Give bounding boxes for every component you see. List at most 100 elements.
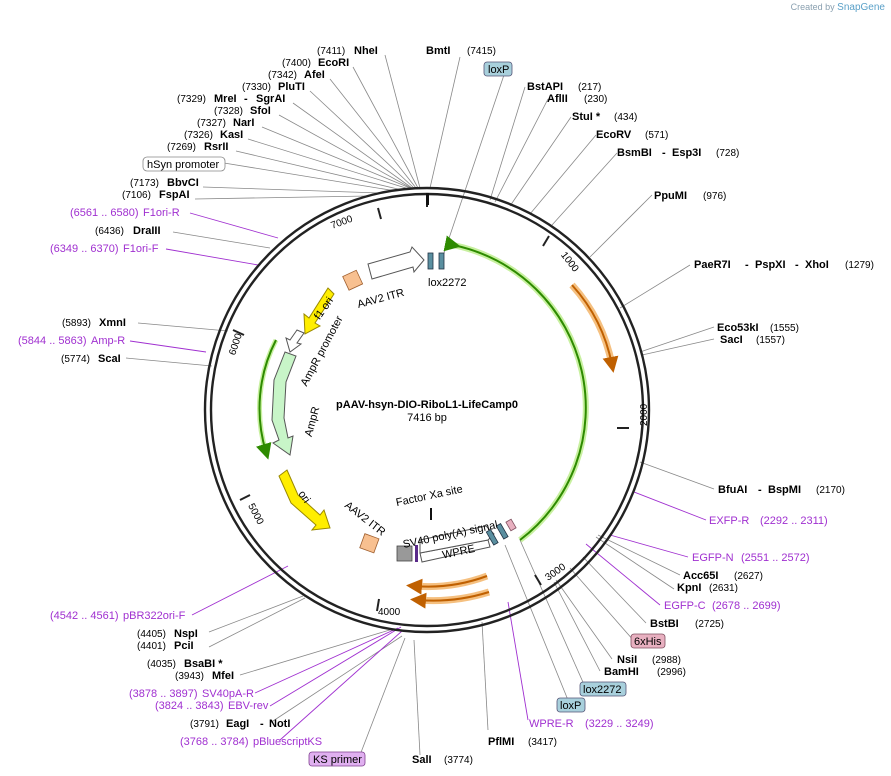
- sgrai-name: SgrAI: [256, 93, 285, 105]
- bsabi-pos: (4035): [147, 659, 176, 670]
- ori-label: ori: [296, 489, 313, 506]
- bstapi-name: BstAPI: [527, 81, 563, 93]
- green-feature-left: [256, 339, 277, 460]
- bluescript-pos: (3768 .. 3784): [180, 736, 249, 748]
- bstapi-pos: (217): [578, 82, 601, 93]
- orange-feature-right: [571, 284, 619, 373]
- tick-marks: [232, 195, 629, 612]
- kasi-name: KasI: [220, 129, 243, 141]
- sv40pa-pos: (3878 .. 3897): [129, 688, 198, 700]
- rsrii-pos: (7269): [167, 142, 196, 153]
- xmni-name: XmnI: [99, 317, 126, 329]
- exfpr-name: EXFP-R: [709, 515, 749, 527]
- aav2-itr-top-label: AAV2 ITR: [356, 287, 406, 311]
- ebv-name: EBV-rev: [228, 700, 269, 712]
- aav2-itr-bottom-box: [359, 533, 380, 554]
- bmti-pos: (7415): [467, 46, 496, 57]
- ppumi-name: PpuMI: [654, 190, 687, 202]
- ampr-primer-name: Amp-R: [91, 335, 125, 347]
- loxp-top-label: loxP: [488, 64, 509, 76]
- nhei-name: NheI: [354, 45, 378, 57]
- mfei-pos: (3943): [175, 671, 204, 682]
- wprer-pos: (3229 .. 3249): [585, 718, 654, 730]
- his-tag-badge: [630, 633, 666, 649]
- mrei-pos: (7329): [177, 94, 206, 105]
- bamhi-pos: (2996): [657, 667, 686, 678]
- acc65i-pos: (2627): [734, 571, 763, 582]
- bspmi-name: BspMI: [768, 484, 801, 496]
- kpni-pos: (2631): [709, 583, 738, 594]
- bmti-name: BmtI: [426, 45, 450, 57]
- sali-pos: (3774): [444, 755, 473, 766]
- sv40pa-name: SV40pA-R: [202, 688, 254, 700]
- pspxi-dash: -: [795, 259, 799, 271]
- his-tag-mark: [505, 518, 517, 532]
- sfoi-pos: (7328): [214, 106, 243, 117]
- bottom-left-labels: (3768 .. 3784) pBluescriptKS (3791) EagI…: [50, 610, 322, 748]
- pspxi-name: PspXI: [755, 259, 786, 271]
- right-labels: BstAPI (217) AflII (230) StuI * (434) Ec…: [527, 81, 874, 630]
- bstbi-name: BstBI: [650, 618, 679, 630]
- bfuai-name: BfuAI: [718, 484, 747, 496]
- bamhi-name: BamHI: [604, 666, 639, 678]
- noti-name: NotI: [269, 718, 290, 730]
- lox2272-bottom-label: lox2272: [583, 684, 622, 696]
- pflmi-pos: (3417): [528, 737, 557, 748]
- credit-text: Created by: [790, 2, 835, 12]
- tick-6000: 6000: [227, 332, 244, 357]
- ecorv-name: EcoRV: [596, 129, 632, 141]
- bsmbi-name: BsmBI: [617, 147, 652, 159]
- hsyn-promoter-label: hSyn promoter: [147, 159, 219, 171]
- afei-pos: (7342): [268, 70, 297, 81]
- eagi-dash: -: [260, 718, 264, 730]
- ecori-pos: (7400): [282, 58, 311, 69]
- nsii-name: NsiI: [617, 654, 637, 666]
- bbvci-pos: (7173): [130, 178, 159, 189]
- scai-name: ScaI: [98, 353, 121, 365]
- paer7i-pos: (1279): [845, 260, 874, 271]
- mfei-name: MfeI: [212, 670, 234, 682]
- draiii-name: DraIII: [133, 225, 161, 237]
- paer7i-name: PaeR7I: [694, 259, 731, 271]
- right-bottom-labels: NsiI (2988) BamHI (2996): [604, 654, 686, 678]
- lox2272-label: lox2272: [428, 277, 467, 289]
- right-top-labels: BmtI (7415): [426, 45, 496, 57]
- saci-pos: (1557): [756, 335, 785, 346]
- saci-name: SacI: [720, 334, 743, 346]
- pbr322-pos: (4542 .. 4561): [50, 610, 119, 622]
- aflii-name: AflII: [547, 93, 568, 105]
- aav2-itr-bottom-label: AAV2 ITR: [342, 499, 387, 538]
- stui-pos: (434): [614, 112, 637, 123]
- loxp-bottom-badge: [556, 697, 586, 713]
- lox-bottom-mark2: [495, 523, 509, 540]
- primer-lines: [129, 212, 707, 741]
- acc65i-name: Acc65I: [683, 570, 718, 582]
- bsmbi-dash: -: [662, 147, 666, 159]
- scai-pos: (5774): [61, 354, 90, 365]
- tick-5000: 5000: [245, 502, 265, 527]
- bfuai-dash: -: [758, 484, 762, 496]
- bottom-labels: WPRE-R (3229 .. 3249) PflMI (3417) SalI …: [412, 718, 654, 766]
- bsmbi-pos: (728): [716, 148, 739, 159]
- ampr-arrow: [271, 351, 297, 456]
- ampr-primer-pos: (5844 .. 5863): [18, 335, 87, 347]
- left-mid-labels: (7173) BbvCI (7106) FspAI (6561 .. 6580)…: [18, 177, 199, 365]
- eagi-pos: (3791): [190, 719, 219, 730]
- green-feature-halo: [452, 242, 589, 543]
- kpni-name: KpnI: [677, 582, 701, 594]
- ebv-pos: (3824 .. 3843): [155, 700, 224, 712]
- bstbi-pos: (2725): [695, 619, 724, 630]
- kasi-pos: (7326): [184, 130, 213, 141]
- pbr322-name: pBR322ori-F: [123, 610, 186, 622]
- sfoi-name: SfoI: [250, 105, 271, 117]
- hsyn-promoter-badge: [142, 156, 226, 172]
- fspai-pos: (7106): [122, 190, 151, 201]
- aav2-itr-top-box: [342, 269, 364, 291]
- pluti-pos: (7330): [242, 82, 271, 93]
- ppumi-pos: (976): [703, 191, 726, 202]
- xmni-pos: (5893): [62, 318, 91, 329]
- mrei-dash: -: [244, 93, 248, 105]
- pcii-name: PciI: [174, 640, 194, 652]
- nspi-name: NspI: [174, 628, 198, 640]
